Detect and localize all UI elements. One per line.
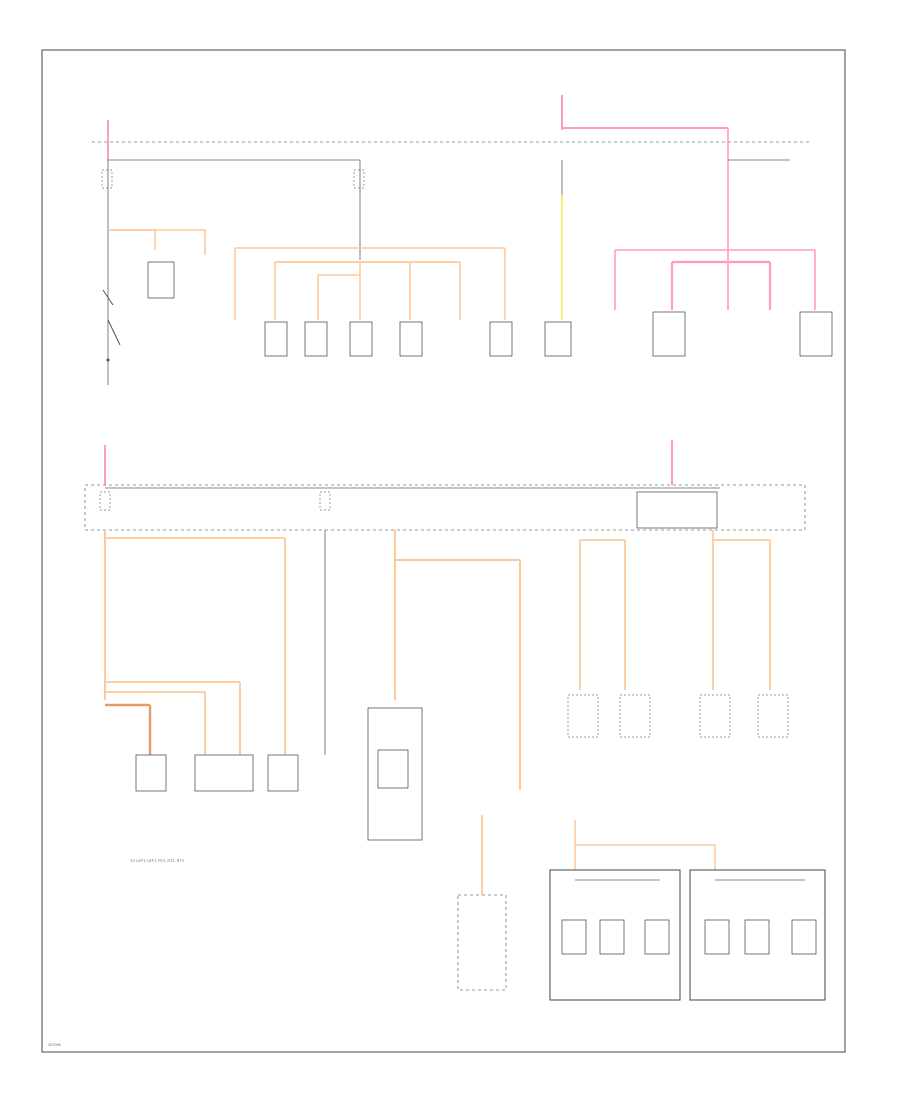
driver-seat-motor-1 bbox=[561, 919, 587, 955]
module-lower-mid bbox=[367, 707, 423, 841]
component-pink-5 bbox=[799, 311, 833, 357]
lower-middle-circuit bbox=[367, 530, 521, 991]
relay-box-top-left bbox=[147, 261, 175, 299]
driver-seat-assembly bbox=[549, 869, 681, 1001]
fuse-mid-1 bbox=[99, 491, 111, 511]
fuse-top-left bbox=[101, 169, 113, 189]
component-5 bbox=[489, 321, 513, 357]
fuse-mid-2 bbox=[319, 491, 331, 511]
component-4 bbox=[399, 321, 423, 357]
middle-fuse-box bbox=[84, 440, 806, 531]
fuse-box-right-section bbox=[636, 491, 718, 529]
lr-component-1 bbox=[567, 694, 599, 738]
component-yellow bbox=[544, 321, 572, 357]
component-pink-2 bbox=[652, 311, 686, 357]
passenger-seat-assembly bbox=[689, 869, 826, 1001]
bottom-note: TO LEFT, LEFT, RT1, RT2, RT3 bbox=[130, 859, 184, 863]
yellow-circuit bbox=[544, 160, 572, 357]
lr-component-3 bbox=[699, 694, 731, 738]
driver-seat-motor-2 bbox=[599, 919, 625, 955]
top-right-pink-circuit bbox=[561, 95, 833, 357]
component-1 bbox=[264, 321, 288, 357]
lr-component-2 bbox=[619, 694, 651, 738]
figure-code: 107006 bbox=[48, 1043, 61, 1047]
lr-component-4 bbox=[757, 694, 789, 738]
component-ll-1 bbox=[135, 754, 167, 792]
passenger-seat-motor-1 bbox=[704, 919, 730, 955]
lower-left-circuit bbox=[104, 530, 326, 792]
switch-contact bbox=[102, 289, 114, 306]
passenger-seat-motor-3 bbox=[791, 919, 817, 955]
fuse-top-mid bbox=[353, 169, 365, 189]
component-ll-3 bbox=[267, 754, 299, 792]
passenger-seat-motor-2 bbox=[744, 919, 770, 955]
driver-seat-motor-3 bbox=[644, 919, 670, 955]
top-left-bus bbox=[101, 120, 365, 260]
top-mid-fanout bbox=[234, 247, 513, 357]
component-3 bbox=[349, 321, 373, 357]
switch-node bbox=[106, 358, 110, 362]
top-left-circuit bbox=[102, 229, 206, 385]
driver-seat-module bbox=[457, 894, 507, 991]
seat-modules bbox=[549, 820, 826, 1001]
module-inner bbox=[377, 749, 409, 789]
switch-contact-2 bbox=[107, 319, 121, 346]
lower-right-circuit bbox=[567, 530, 789, 738]
component-ll-2 bbox=[194, 754, 254, 792]
diagram-frame bbox=[41, 49, 846, 1053]
component-2 bbox=[304, 321, 328, 357]
fuse-box-outline bbox=[84, 484, 806, 531]
